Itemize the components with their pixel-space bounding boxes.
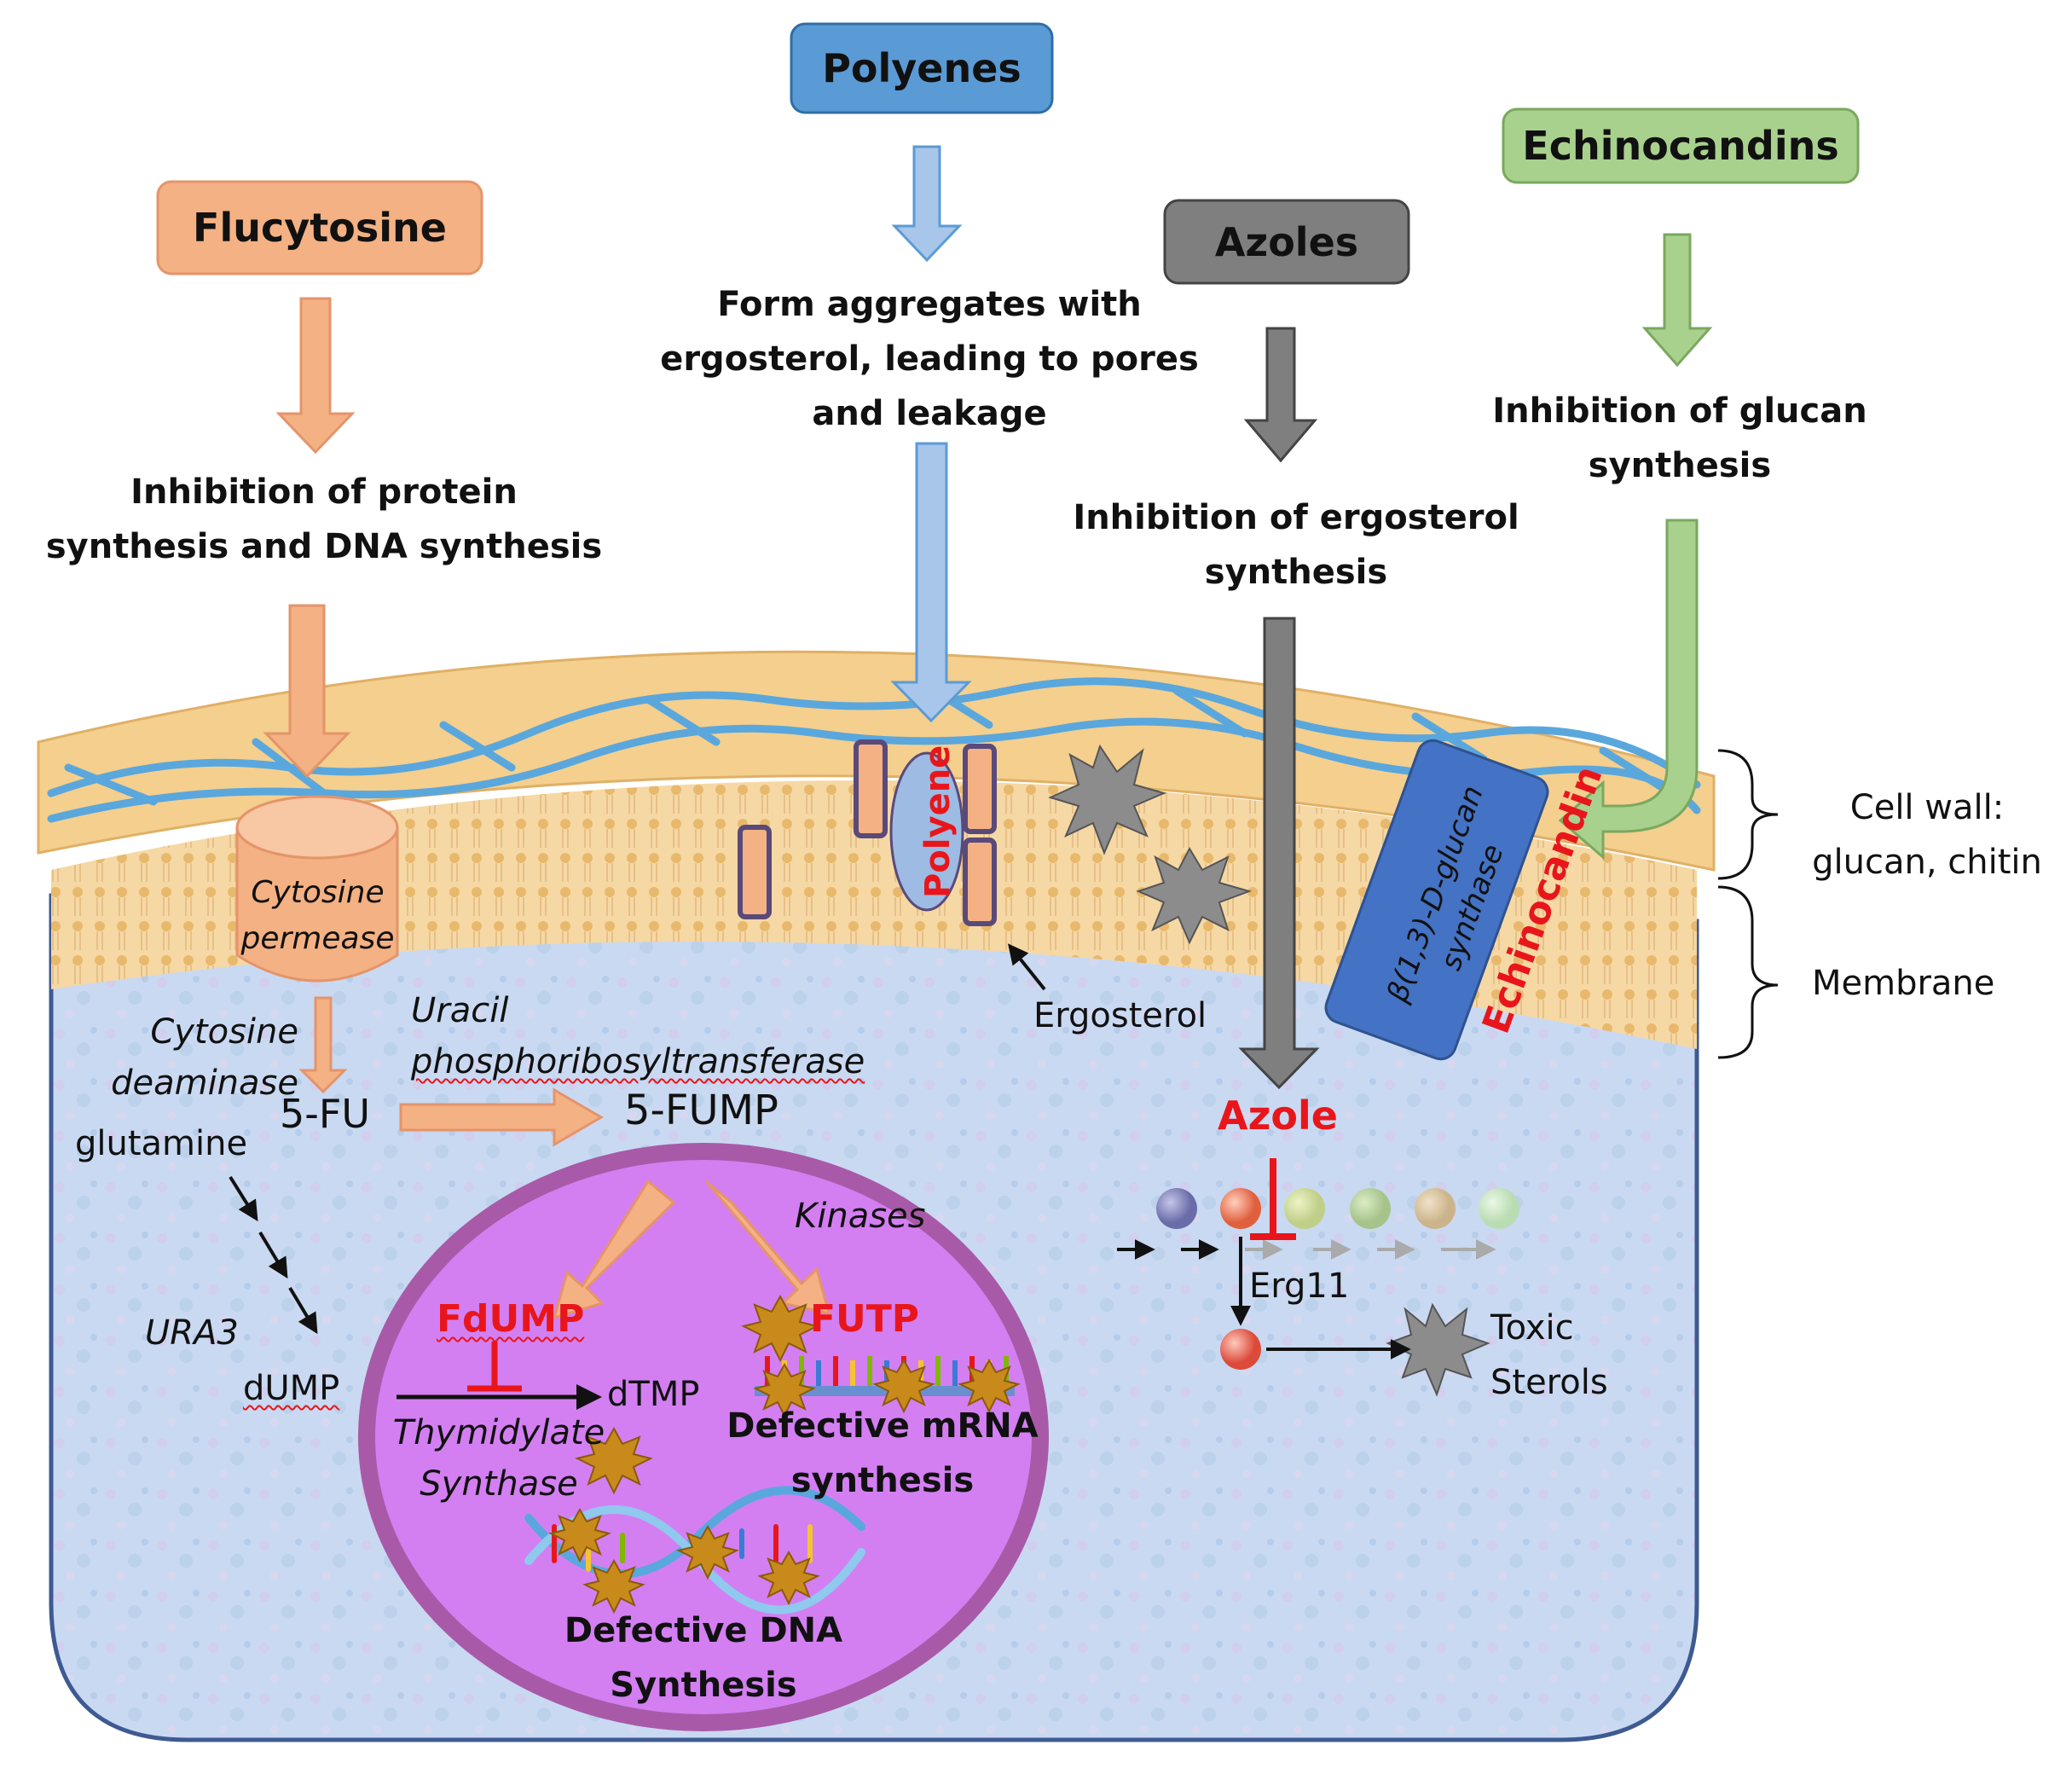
azoles-label: Azoles	[1214, 218, 1359, 265]
uprt-label: Uracil phosphoribosyltransferase	[411, 985, 865, 1087]
cytosine-permease	[235, 795, 399, 983]
incorporation-starbursts	[548, 1294, 1021, 1614]
flucytosine-arrows	[263, 297, 356, 1094]
flucytosine-box[interactable]	[156, 180, 483, 275]
defective-mrna-label: Defective mRNA synthesis	[721, 1399, 1045, 1508]
permease-label-line: permease	[240, 921, 395, 956]
polyene-label: Polyene	[918, 745, 958, 898]
dtmp-label: dTMP	[607, 1375, 700, 1414]
ergosterol-label: Ergosterol	[1033, 996, 1207, 1035]
cell-wall-label-line: Cell wall:	[1849, 788, 2005, 827]
polyenes-label: Polyenes	[822, 45, 1022, 91]
echinocandins-label: Echinocandins	[1522, 123, 1839, 169]
polyenes-mechanism-line: and leakage	[812, 394, 1047, 433]
defective-dna-line: Defective DNA	[564, 1611, 843, 1650]
fdump-inhibition	[467, 1342, 522, 1392]
polyenes-box[interactable]	[790, 22, 1054, 114]
cell-wall-label: Cell wall: glucan, chitin	[1791, 780, 2063, 890]
echinocandins-mechanism-line: synthesis	[1588, 446, 1772, 485]
toxic-sterols-line: Toxic	[1490, 1308, 1574, 1348]
glutamine-label: glutamine	[75, 1124, 248, 1163]
futp-label: FUTP	[810, 1297, 920, 1341]
echinocandins-box[interactable]	[1502, 107, 1860, 184]
azoles-mechanism-line: Inhibition of ergosterol	[1073, 498, 1519, 537]
flucytosine-mechanism-line: synthesis and DNA synthesis	[45, 527, 603, 566]
polyenes-mechanism-line: ergosterol, leading to pores	[660, 339, 1199, 379]
permease-label: Cytosine permease	[239, 870, 396, 962]
azole-label: Azole	[1218, 1093, 1338, 1139]
echinocandins-mechanism-line: Inhibition of glucan	[1492, 391, 1867, 431]
uprt-line: Uracil	[411, 991, 509, 1030]
fu-to-fump-arrow	[399, 1087, 604, 1147]
erg11-label: Erg11	[1249, 1267, 1350, 1306]
azoles-mechanism-line: synthesis	[1204, 553, 1388, 592]
toxic-sterols-label: Toxic Sterols	[1490, 1301, 1608, 1410]
glucan-fibers	[47, 677, 1701, 823]
side-brackets	[1717, 749, 1779, 1059]
five-fump-label: 5-FUMP	[624, 1087, 778, 1134]
polyenes-mechanism-line: Form aggregates with	[717, 285, 1142, 324]
polyenes-mechanism: Form aggregates with ergosterol, leading…	[622, 277, 1236, 441]
thymidylate-synthase-label: Thymidylate Synthase	[388, 1407, 610, 1510]
ergosterol-molecules	[738, 739, 997, 926]
glucan-synthase	[1324, 739, 1549, 1061]
sterol-pathway	[1117, 1188, 1519, 1370]
defective-dna-label: Defective DNA Synthesis	[546, 1603, 861, 1713]
cytosine-deaminase-label: Cytosine deaminase	[102, 1006, 298, 1109]
defective-dna-line: Synthesis	[610, 1666, 797, 1705]
azoles-box[interactable]	[1163, 199, 1410, 285]
kinase-arrows	[552, 1179, 831, 1320]
toxic-sterols-line: Sterols	[1490, 1363, 1608, 1402]
ergosterol-pointer	[1008, 943, 1046, 991]
nucleus	[358, 1143, 1049, 1731]
fdump-label: FdUMP	[437, 1297, 585, 1341]
echinocandin-arrows	[1558, 233, 1713, 861]
kinases-label: Kinases	[795, 1197, 926, 1236]
azoles-mechanism: Inhibition of ergosterol synthesis	[1057, 490, 1535, 600]
azole-arrows	[1238, 327, 1320, 1090]
defective-mrna-line: Defective mRNA	[726, 1406, 1039, 1446]
ura3-label: URA3	[145, 1313, 239, 1353]
defective-mrna-line: synthesis	[790, 1461, 975, 1500]
azole-inhibition	[1250, 1158, 1296, 1240]
thymidylate-synthase-line: Thymidylate	[392, 1413, 605, 1452]
sterol-starbursts	[1048, 744, 1490, 1397]
cell-wall-label-line: glucan, chitin	[1812, 843, 2042, 882]
flucytosine-mechanism-line: Inhibition of protein	[130, 472, 518, 512]
uprt-line: phosphoribosyltransferase	[411, 1042, 865, 1081]
glutamine-arrows	[229, 1175, 318, 1335]
dump-label: dUMP	[243, 1369, 340, 1408]
thymidylate-synthase-line: Synthase	[420, 1464, 578, 1504]
polyene-arrows	[890, 145, 972, 723]
membrane-label: Membrane	[1812, 964, 1995, 1003]
flucytosine-label: Flucytosine	[193, 205, 447, 251]
polyene-molecule	[889, 751, 964, 912]
flucytosine-mechanism: Inhibition of protein synthesis and DNA …	[26, 465, 622, 574]
permease-label-line: Cytosine	[251, 875, 385, 910]
five-fu-label: 5-FU	[280, 1091, 370, 1137]
cytosine-deaminase-line: deaminase	[111, 1064, 298, 1103]
echinocandins-mechanism: Inhibition of glucan synthesis	[1467, 384, 1893, 493]
cytosine-deaminase-line: Cytosine	[150, 1012, 298, 1052]
